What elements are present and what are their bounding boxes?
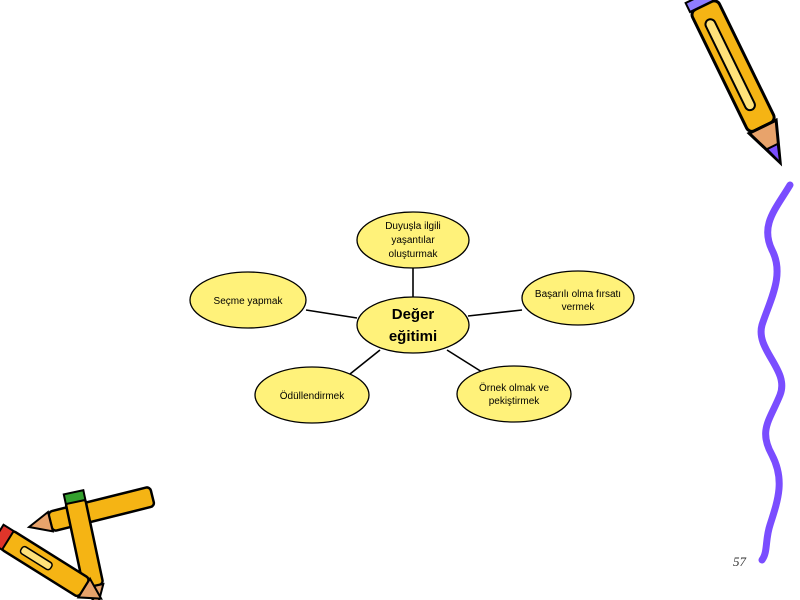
node-center-line-2: eğitimi bbox=[389, 328, 437, 345]
node-bottom-left-line-1: Ödüllendirmek bbox=[280, 390, 345, 402]
connector-left bbox=[305, 309, 358, 319]
pencil-clipart-top-right bbox=[684, 0, 783, 167]
node-left-line-1: Seçme yapmak bbox=[214, 296, 284, 307]
purple-squiggle-decoration bbox=[757, 181, 794, 564]
connector-bottom-left bbox=[349, 349, 381, 375]
connector-bottom-right bbox=[446, 349, 483, 373]
node-center-line-1: Değer bbox=[392, 306, 435, 323]
connector-right bbox=[467, 309, 523, 317]
diagram-connectors bbox=[305, 268, 523, 375]
node-top-line-3: oluşturmak bbox=[389, 249, 439, 260]
node-bottom-right: Örnek olmak ve pekiştirmek bbox=[456, 365, 572, 423]
node-right: Başarılı olma fırsatı vermek bbox=[521, 270, 635, 326]
node-center: Değer eğitimi bbox=[356, 296, 470, 354]
crossed-pencils-clipart-bottom-left bbox=[0, 486, 156, 600]
node-top-line-1: Duyuşla ilgili bbox=[385, 221, 441, 232]
node-right-line-1: Başarılı olma fırsatı bbox=[535, 289, 621, 300]
node-left: Seçme yapmak bbox=[189, 271, 307, 329]
node-bottom-right-line-1: Örnek olmak ve bbox=[479, 382, 549, 394]
node-right-line-2: vermek bbox=[562, 302, 596, 313]
node-bottom-left: Ödüllendirmek bbox=[254, 366, 370, 424]
node-bottom-right-line-2: pekiştirmek bbox=[489, 396, 541, 407]
node-top-line-2: yaşantılar bbox=[391, 235, 435, 246]
node-top: Duyuşla ilgili yaşantılar oluşturmak bbox=[356, 211, 470, 269]
page-number: 57 bbox=[733, 554, 746, 569]
